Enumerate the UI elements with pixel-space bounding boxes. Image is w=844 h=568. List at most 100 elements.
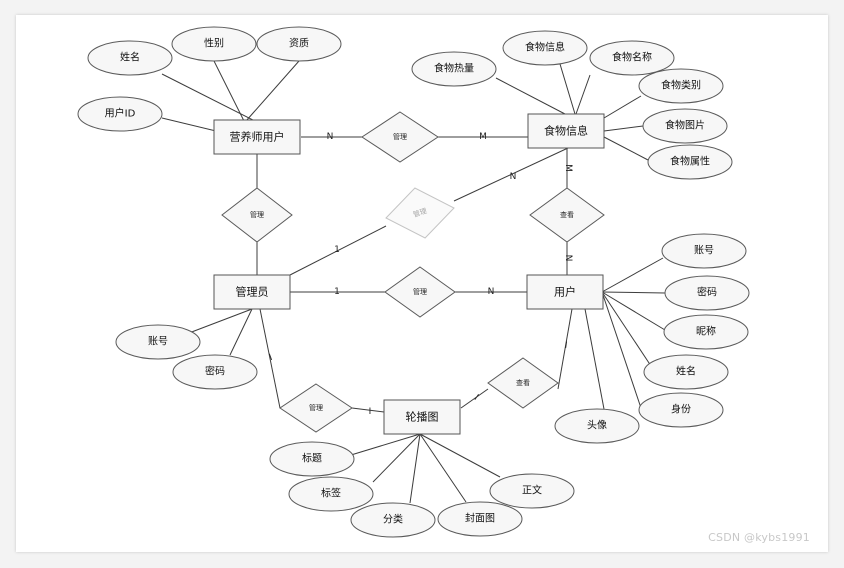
relationship-diamond[interactable] — [529, 187, 605, 243]
connector-line — [419, 433, 501, 478]
attribute-ellipse[interactable] — [647, 144, 733, 180]
attribute-ellipse[interactable] — [643, 354, 729, 390]
attribute-n_uid[interactable]: 用户ID — [77, 96, 163, 132]
attribute-u_nick[interactable]: 昵称 — [663, 314, 749, 350]
attribute-u_name[interactable]: 姓名 — [643, 354, 729, 390]
cardinality-label: 1 — [334, 245, 340, 255]
connector-line — [188, 308, 253, 334]
diagram-nodes: 营养师用户食物信息管理员用户轮播图姓名性别资质用户ID食物热量食物信息食物名称食… — [77, 26, 750, 538]
connector-line — [161, 73, 256, 122]
relationship-label: 查看 — [560, 210, 574, 219]
er-diagram: 营养师用户食物信息管理员用户轮播图姓名性别资质用户ID食物热量食物信息食物名称食… — [77, 26, 750, 538]
relationship-diamond[interactable] — [385, 187, 455, 239]
attribute-f_img[interactable]: 食物图片 — [642, 108, 728, 144]
attribute-f_cat[interactable]: 食物类别 — [638, 68, 724, 104]
attribute-ellipse[interactable] — [554, 408, 640, 444]
relationship-diamond[interactable] — [487, 357, 559, 409]
attribute-label: 食物名称 — [612, 51, 652, 64]
attribute-ellipse[interactable] — [437, 501, 523, 537]
attribute-label: 身份 — [671, 403, 691, 416]
attribute-ellipse[interactable] — [411, 51, 497, 87]
attribute-label: 标签 — [321, 487, 341, 500]
entity-admin[interactable]: 管理员 — [213, 274, 291, 310]
attribute-ellipse[interactable] — [256, 26, 342, 62]
attribute-ellipse[interactable] — [663, 314, 749, 350]
entity-box[interactable] — [527, 113, 605, 149]
entity-box[interactable] — [526, 274, 604, 310]
attribute-f_attr[interactable]: 食物属性 — [647, 144, 733, 180]
entity-nutritionist[interactable]: 营养师用户 — [213, 119, 301, 155]
attribute-u_acct[interactable]: 账号 — [661, 233, 747, 269]
entity-user[interactable]: 用户 — [526, 274, 604, 310]
attribute-ellipse[interactable] — [115, 324, 201, 360]
connector-line — [601, 291, 666, 294]
attribute-ellipse[interactable] — [171, 26, 257, 62]
connector-line — [603, 136, 649, 161]
connector-line — [603, 95, 642, 119]
cardinality-label: 1 — [334, 287, 340, 297]
connector-line — [245, 60, 300, 122]
attribute-ellipse[interactable] — [269, 441, 355, 477]
attribute-ellipse[interactable] — [288, 476, 374, 512]
connector-line — [603, 125, 644, 132]
attribute-ellipse[interactable] — [350, 502, 436, 538]
relationship-label: 管理 — [413, 287, 427, 296]
attribute-ellipse[interactable] — [172, 354, 258, 390]
entity-box[interactable] — [383, 399, 461, 435]
cardinality-label: N — [327, 132, 334, 142]
connector-line — [601, 257, 664, 293]
attribute-u_id[interactable]: 身份 — [638, 392, 724, 428]
entity-food[interactable]: 食物信息 — [527, 113, 605, 149]
attribute-ellipse[interactable] — [489, 473, 575, 509]
attribute-ellipse[interactable] — [638, 68, 724, 104]
entity-carousel[interactable]: 轮播图 — [383, 399, 461, 435]
attribute-c_title[interactable]: 标题 — [269, 441, 355, 477]
attribute-ellipse[interactable] — [661, 233, 747, 269]
relationship-diamond[interactable] — [384, 266, 456, 318]
attribute-label: 封面图 — [465, 512, 495, 525]
entity-box[interactable] — [213, 274, 291, 310]
relationship-label: 管理 — [250, 210, 264, 219]
attribute-a_acct[interactable]: 账号 — [115, 324, 201, 360]
attribute-label: 密码 — [697, 286, 717, 299]
attribute-c_cat[interactable]: 分类 — [350, 502, 436, 538]
attribute-ellipse[interactable] — [642, 108, 728, 144]
relationship-r_admin_food[interactable]: 管理 — [385, 187, 455, 239]
relationship-r_nut_food[interactable]: 管理 — [361, 111, 439, 163]
relationship-diamond[interactable] — [221, 187, 293, 243]
entity-label: 轮播图 — [406, 410, 439, 424]
relationship-diamond[interactable] — [361, 111, 439, 163]
attribute-u_avatar[interactable]: 头像 — [554, 408, 640, 444]
attribute-n_gender[interactable]: 性别 — [171, 26, 257, 62]
relationship-r_admin_nut[interactable]: 管理 — [221, 187, 293, 243]
connector-line — [584, 308, 605, 410]
relationship-r_admin_user[interactable]: 管理 — [384, 266, 456, 318]
attribute-ellipse[interactable] — [664, 275, 750, 311]
connector-line — [372, 433, 421, 483]
relationship-r_user_car[interactable]: 查看 — [487, 357, 559, 409]
attribute-n_name[interactable]: 姓名 — [87, 40, 173, 76]
attribute-f_cal[interactable]: 食物热量 — [411, 51, 497, 87]
attribute-f_info[interactable]: 食物信息 — [502, 30, 588, 66]
attribute-c_tag[interactable]: 标签 — [288, 476, 374, 512]
relationship-diamond[interactable] — [279, 383, 353, 433]
attribute-c_cover[interactable]: 封面图 — [437, 501, 523, 537]
attribute-ellipse[interactable] — [502, 30, 588, 66]
attribute-ellipse[interactable] — [77, 96, 163, 132]
cardinality-label: I — [564, 341, 568, 351]
cardinality-label: I — [369, 407, 372, 417]
attribute-u_pwd[interactable]: 密码 — [664, 275, 750, 311]
attribute-a_pwd[interactable]: 密码 — [172, 354, 258, 390]
attribute-ellipse[interactable] — [638, 392, 724, 428]
relationship-r_user_food[interactable]: 查看 — [529, 187, 605, 243]
attribute-c_body[interactable]: 正文 — [489, 473, 575, 509]
attribute-ellipse[interactable] — [87, 40, 173, 76]
attribute-label: 姓名 — [120, 51, 140, 64]
attribute-f_name[interactable]: 食物名称 — [589, 40, 675, 76]
attribute-label: 食物信息 — [525, 41, 565, 54]
relationship-r_admin_car[interactable]: 管理 — [279, 383, 353, 433]
attribute-n_qual[interactable]: 资质 — [256, 26, 342, 62]
attribute-ellipse[interactable] — [589, 40, 675, 76]
entity-box[interactable] — [213, 119, 301, 155]
